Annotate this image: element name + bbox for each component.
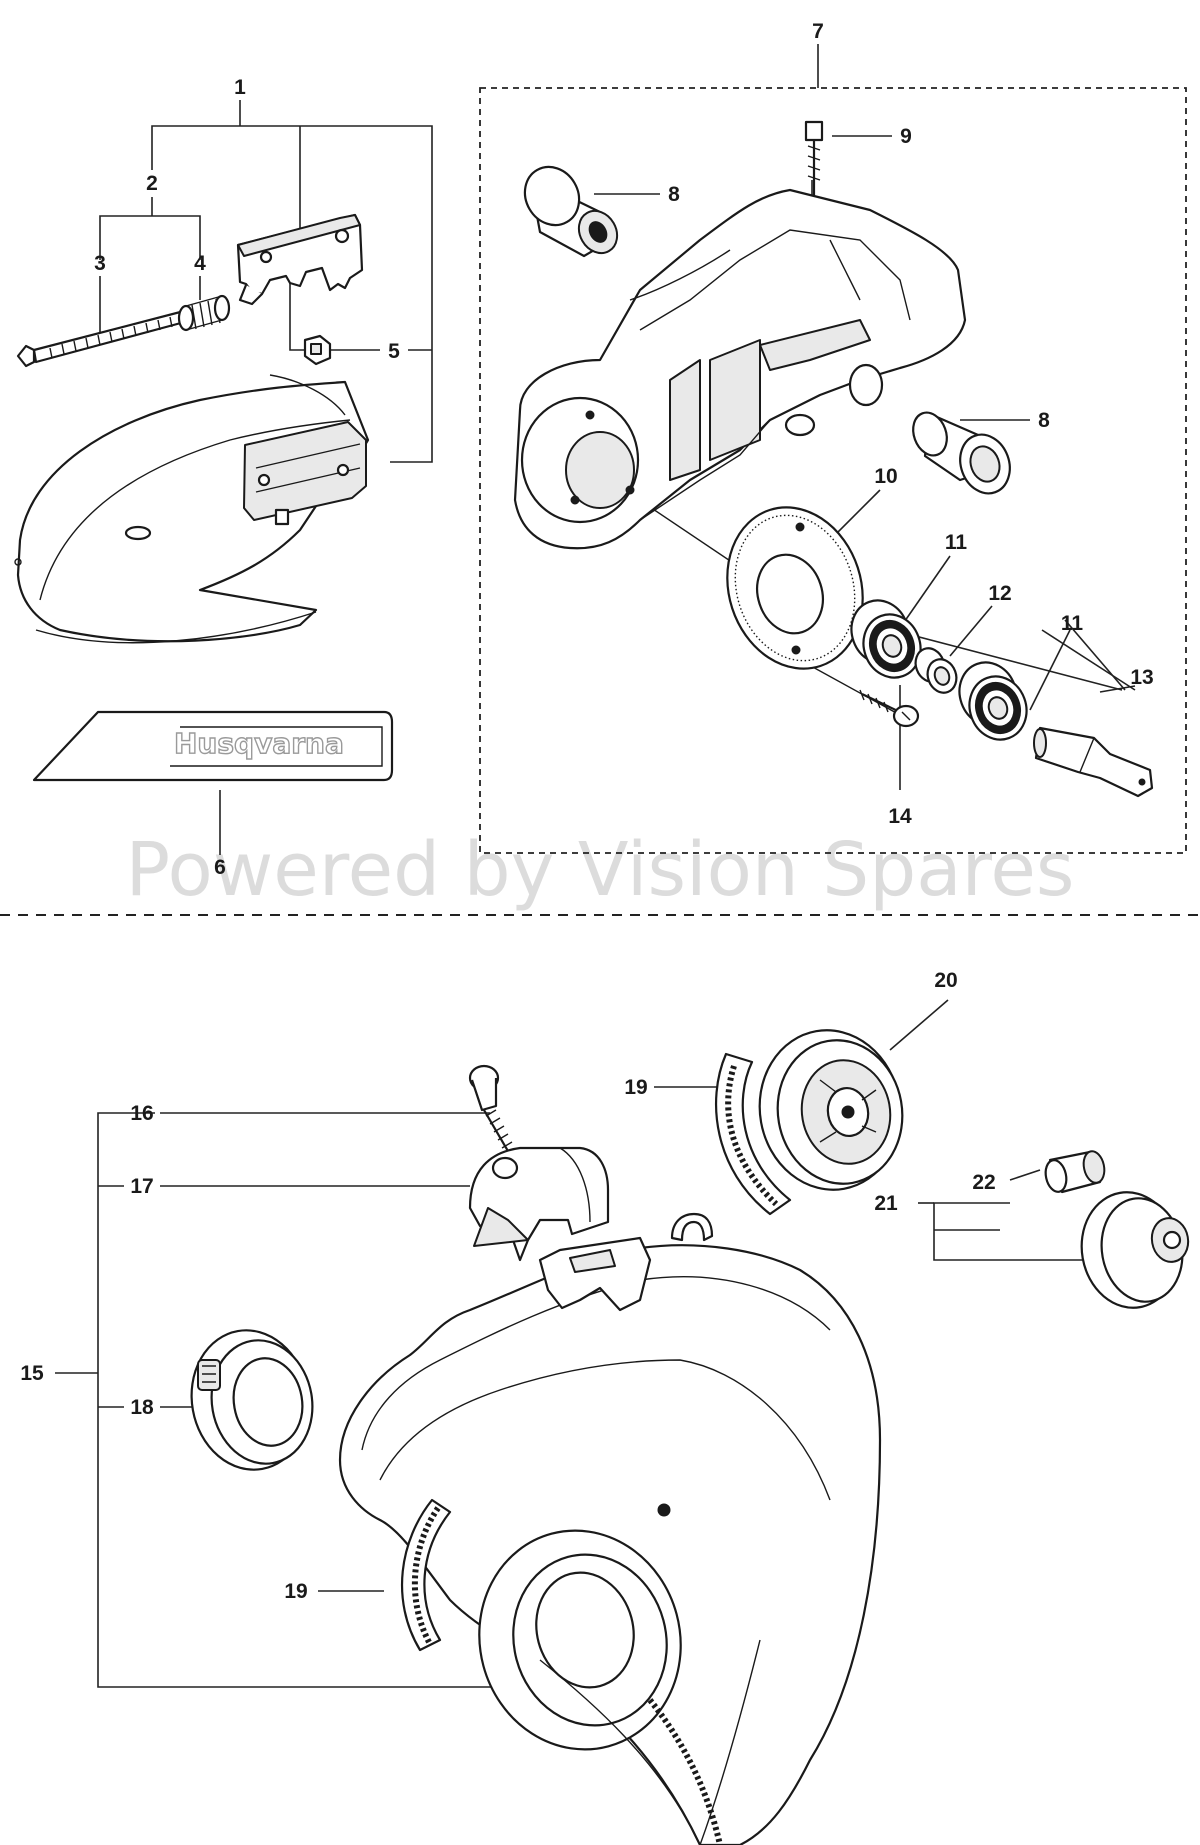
part-sleeve-upper: [523, 165, 619, 258]
part-belt-upper: [715, 1052, 792, 1216]
callout-label: 11: [945, 531, 968, 554]
part-idler-wheel: [1080, 1191, 1190, 1309]
part-pulley: [758, 1029, 904, 1191]
callout-label: 4: [194, 252, 206, 275]
callout-label: 7: [812, 20, 824, 43]
leader-lines-top-left: [99, 100, 433, 855]
callout-label: 19: [624, 1076, 647, 1099]
callout-label: 16: [130, 1102, 153, 1125]
callout-label: 6: [214, 856, 226, 879]
callout-label: 19: [284, 1580, 307, 1603]
part-shaft: [1033, 726, 1154, 798]
callout-label: 18: [130, 1396, 154, 1419]
part-scale-washer: [726, 506, 864, 670]
part-needle-bearing: [1044, 1150, 1106, 1194]
callout-label: 20: [934, 969, 957, 992]
part-bearing-upper: [850, 599, 922, 679]
part-belt-lower: [400, 1498, 452, 1652]
husqvarna-logo: Husqvarna: [174, 727, 344, 760]
part-bearing-lower: [958, 661, 1028, 741]
assembly-7-boundary: [479, 87, 1187, 854]
part-screw-14: [859, 689, 920, 728]
callout-label: 15: [20, 1362, 44, 1385]
callout-labels: 1 2 3 4 5 6 7 8 9 8 10 11 12 11 13 14 15…: [20, 20, 1153, 1603]
callout-label: 17: [130, 1175, 153, 1198]
part-decal: Husqvarna: [32, 710, 394, 782]
watermark: Powered by Vision Spares: [126, 827, 1075, 913]
callout-label: 12: [988, 582, 1011, 605]
part-seal-ring: [190, 1329, 314, 1471]
callout-label: 5: [388, 340, 400, 363]
part-sleeve-lower: [912, 411, 1011, 495]
callout-label: 13: [1130, 666, 1153, 689]
part-clip-bracket: [236, 213, 364, 306]
part-bolt-16: [468, 1064, 513, 1159]
callout-label: 22: [972, 1171, 995, 1194]
callout-label: 10: [874, 465, 897, 488]
callout-label: 21: [874, 1192, 898, 1215]
part-blade-guard-cover: [14, 374, 370, 644]
callout-label: 9: [900, 125, 912, 148]
callout-label: 14: [888, 805, 912, 828]
part-clamp: [468, 1146, 610, 1262]
callout-label: 8: [1038, 409, 1050, 432]
part-screw-long: [16, 308, 194, 368]
part-arm-housing: [513, 188, 967, 550]
part-main-guard: [338, 1212, 882, 1845]
part-spring: [177, 294, 231, 332]
callout-label: 1: [234, 76, 246, 99]
part-nut: [303, 334, 332, 366]
callout-label: 3: [94, 252, 106, 275]
callout-label: 11: [1061, 612, 1084, 635]
callout-label: 2: [146, 172, 158, 195]
callout-label: 8: [668, 183, 680, 206]
part-spacer: [914, 647, 958, 694]
